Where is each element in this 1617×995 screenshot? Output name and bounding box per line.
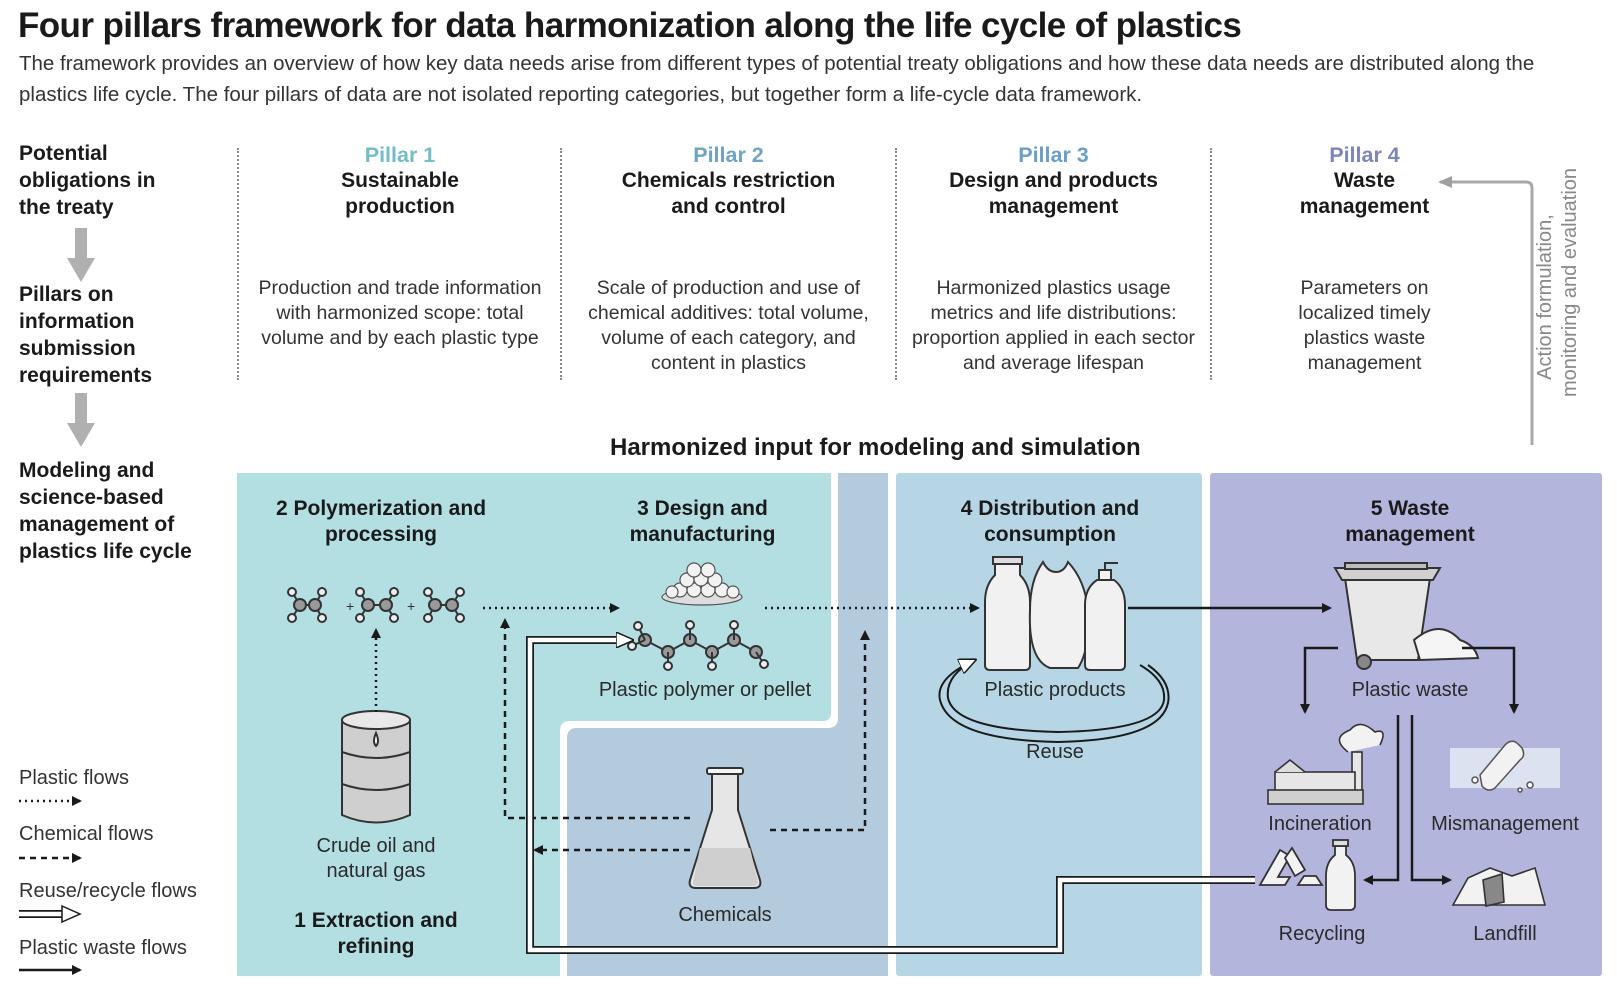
- stage-3-label: 3 Design and manufacturing: [629, 497, 776, 546]
- caption-chemicals: Chemicals: [678, 904, 772, 926]
- incinerator-icon: [1267, 723, 1384, 805]
- panel-purple: [1210, 473, 1602, 976]
- pillar-1-desc: Production and trade information with ha…: [258, 277, 542, 349]
- landfill-icon: [1451, 866, 1547, 907]
- pillar-2-desc: Scale of production and use of chemical …: [588, 277, 869, 374]
- divider-1: [237, 148, 239, 380]
- pillar-3-desc: Harmonized plastics usage metrics and li…: [912, 277, 1195, 374]
- flask-icon: [688, 767, 762, 889]
- pillar-2-name: Pillar 2: [693, 143, 764, 167]
- caption-products: Plastic products: [984, 679, 1126, 701]
- garbage-bin-icon: [1333, 562, 1480, 670]
- flow-waste-to-landfill: [1410, 715, 1452, 885]
- pillar-1-title-line2: production: [345, 195, 455, 218]
- down-arrow-2: [67, 393, 95, 447]
- caption-incineration: Incineration: [1268, 813, 1372, 835]
- panel-blue: [896, 473, 1202, 976]
- divider-2: [560, 148, 562, 380]
- row-header-obligations: Potential obligations in the treaty: [19, 142, 156, 219]
- pillar-4: Pillar 4 Waste management Parameters on …: [1212, 142, 1517, 376]
- pillar-3: Pillar 3 Design and products management …: [897, 142, 1210, 376]
- stage-5-label: 5 Waste management: [1345, 497, 1475, 546]
- oil-barrel-icon: [341, 710, 411, 824]
- pillar-1-name: Pillar 1: [364, 143, 436, 167]
- row-header-pillars: Pillars on information submission requir…: [19, 283, 153, 387]
- pillar-4-name: Pillar 4: [1329, 143, 1400, 167]
- caption-reuse: Reuse: [1026, 741, 1084, 763]
- row-header-modeling: Modeling and science-based management of…: [19, 459, 192, 563]
- legend-reuse-flows: Reuse/recycle flows: [19, 880, 197, 902]
- pillar-4-title-line1: Waste: [1333, 169, 1396, 192]
- pillar-3-title-line2: management: [988, 195, 1119, 218]
- pillar-3-name: Pillar 3: [1018, 143, 1089, 167]
- pillar-4-desc: Parameters on localized timely plastics …: [1298, 277, 1431, 374]
- down-arrow-1: [67, 228, 95, 282]
- legend-plastic-flows: Plastic flows: [19, 767, 130, 789]
- caption-mismanagement: Mismanagement: [1431, 813, 1579, 835]
- caption-crude: Crude oil and natural gas: [316, 835, 436, 882]
- caption-recycling: Recycling: [1278, 923, 1366, 945]
- plastic-products-icon: [984, 556, 1126, 671]
- figure-subtitle: The framework provides an overview of ho…: [19, 52, 1535, 106]
- modeling-title: Harmonized input for modeling and simula…: [610, 434, 1141, 461]
- side-label-line1: Action formulation,: [1534, 214, 1556, 380]
- mismanagement-icon: [1450, 740, 1560, 793]
- pellets-icon: [661, 562, 743, 606]
- figure-title: Four pillars framework for data harmoniz…: [18, 6, 1242, 45]
- svg-text:+: +: [346, 598, 354, 614]
- pillar-2-title-line1: Chemicals restriction: [621, 169, 836, 192]
- monomer-molecules-icon: [287, 587, 465, 623]
- flow-waste-to-incineration: [1300, 646, 1338, 714]
- side-label-line2: monitoring and evaluation: [1559, 167, 1581, 397]
- stage-1-label: 1 Extraction and refining: [294, 909, 458, 958]
- pillar-2-title-line2: and control: [671, 195, 786, 218]
- recycling-icon: [1258, 839, 1356, 911]
- pillar-2: Pillar 2 Chemicals restriction and contr…: [562, 142, 895, 376]
- divider-3: [895, 148, 897, 380]
- caption-landfill: Landfill: [1473, 923, 1537, 945]
- pillar-3-title-line1: Design and products: [949, 169, 1158, 192]
- polymer-chain-icon: [627, 620, 769, 671]
- stage-4-label: 4 Distribution and consumption: [960, 497, 1140, 546]
- legend-reuse-flow-sample: [19, 904, 82, 924]
- pillar-1-title-line1: Sustainable: [341, 169, 459, 192]
- panel-steel: [567, 473, 888, 976]
- svg-text:+: +: [407, 598, 415, 614]
- caption-polymer: Plastic polymer or pellet: [598, 679, 812, 701]
- stage-2-label: 2 Polymerization and processing: [275, 497, 487, 546]
- side-label-action: Action formulation, monitoring and evalu…: [1533, 167, 1583, 397]
- pillar-4-title-line2: management: [1299, 195, 1430, 218]
- pillar-1: Pillar 1 Sustainable production Producti…: [240, 142, 560, 351]
- legend-chemical-flows: Chemical flows: [19, 823, 154, 845]
- flow-waste-to-recycling: [1363, 715, 1400, 885]
- divider-4: [1210, 148, 1212, 380]
- caption-waste: Plastic waste: [1351, 679, 1469, 701]
- flow-waste-to-mismanagement: [1462, 646, 1519, 714]
- legend-waste-flows: Plastic waste flows: [19, 937, 187, 959]
- feedback-arrow: [1438, 176, 1534, 445]
